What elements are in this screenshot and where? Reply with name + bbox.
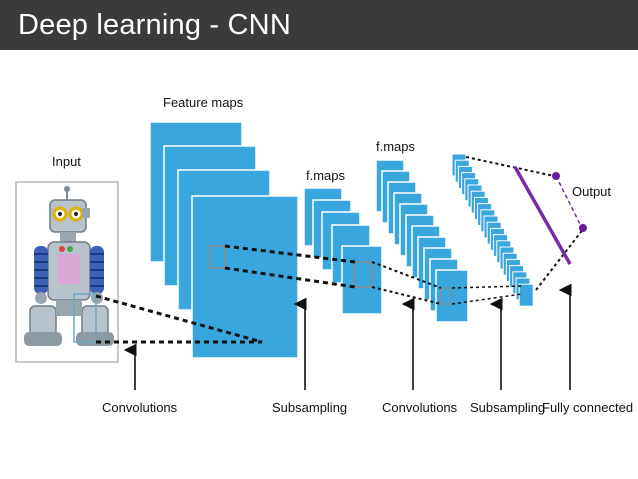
stage-label-convolutions-2: Convolutions (382, 400, 458, 415)
robot-icon (24, 186, 114, 346)
fmaps-label-1: f.maps (306, 168, 346, 183)
fmaps2-receptive-field (440, 287, 453, 305)
connections (95, 156, 585, 344)
output-node-2 (579, 224, 587, 232)
cnn-diagram: Input Feature maps f.maps f.maps Output (0, 50, 638, 479)
input-label: Input (52, 154, 81, 169)
feature-maps-label: Feature maps (163, 95, 244, 110)
stage-label-subsampling-2: Subsampling (470, 400, 545, 415)
stage-arrows (123, 283, 572, 390)
stage-label-subsampling-1: Subsampling (272, 400, 347, 415)
fmaps-stack-1 (303, 187, 383, 315)
stage-label-fully-connected: Fully connected (542, 400, 633, 415)
fmaps-stack-2 (375, 159, 469, 323)
stage-label-convolutions-1: Convolutions (102, 400, 178, 415)
fmaps-label-2: f.maps (376, 139, 416, 154)
title-bar: Deep learning - CNN (0, 0, 638, 50)
fmaps-stack-3 (451, 153, 534, 307)
fully-connected-layer (513, 166, 587, 265)
fmaps1-receptive-field (354, 261, 373, 288)
fm-receptive-field (209, 245, 226, 269)
output-node-1 (552, 172, 560, 180)
cnn-diagram-svg: Input Feature maps f.maps f.maps Output (15, 95, 633, 415)
input-image (15, 181, 119, 363)
feature-maps-stack (149, 121, 299, 359)
slide-title: Deep learning - CNN (18, 9, 291, 41)
output-label: Output (572, 184, 611, 199)
small-fmap (518, 283, 534, 307)
input-receptive-field (73, 293, 97, 343)
